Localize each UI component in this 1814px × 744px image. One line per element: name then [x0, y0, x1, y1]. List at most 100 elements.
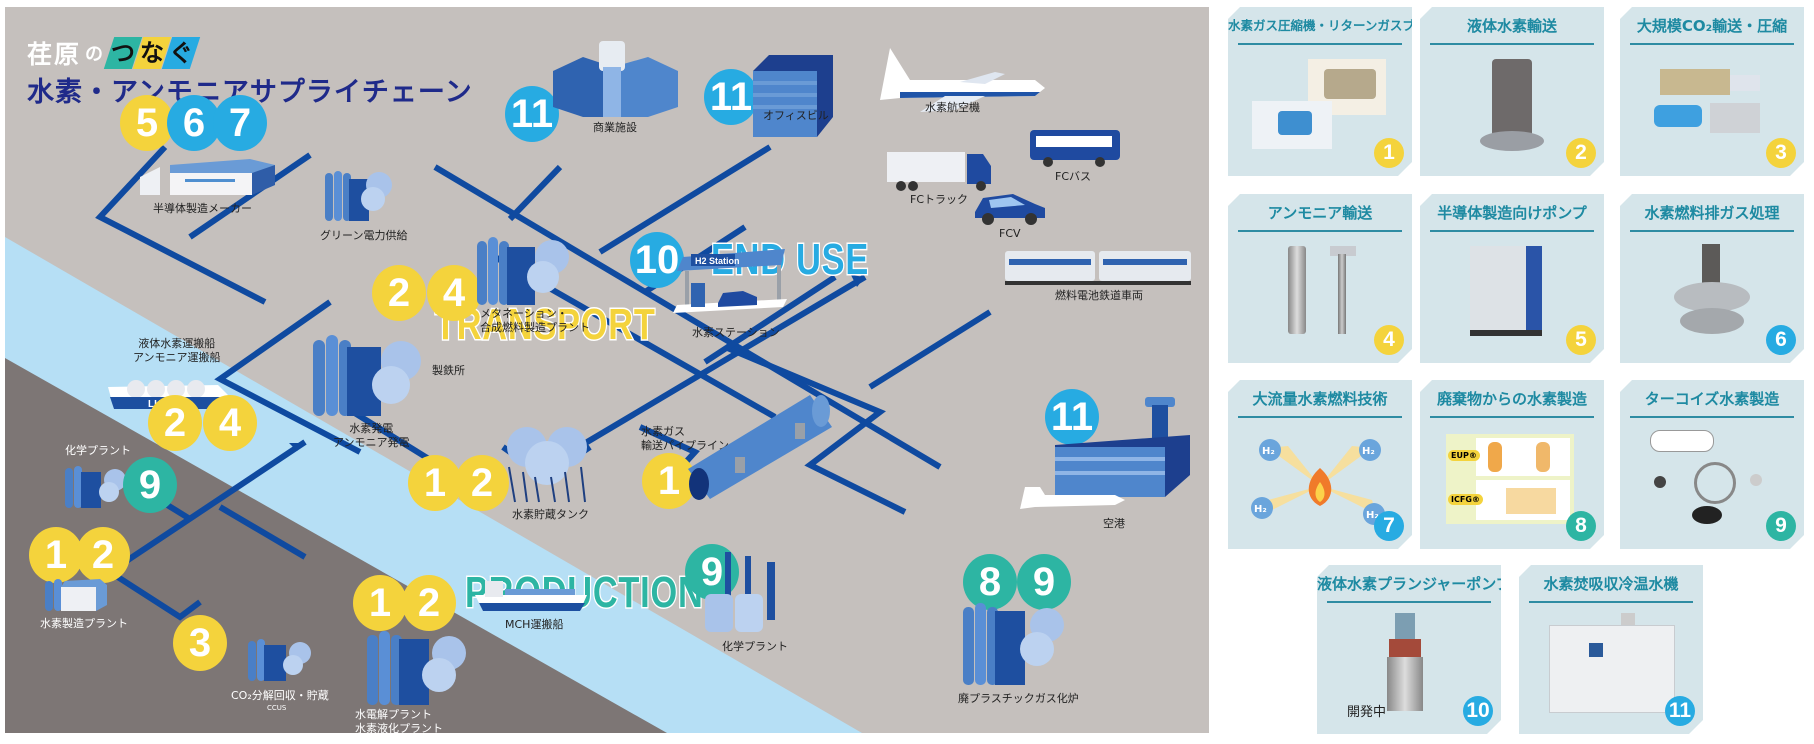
- product-badge: 8: [1566, 511, 1596, 541]
- label-storage-tank: 水素貯蔵タンク: [512, 508, 589, 521]
- compressor-photo-icon: [1248, 55, 1392, 164]
- pipeline-icon: [688, 395, 832, 500]
- truck-icon: [887, 152, 991, 191]
- label-power-plant: 水素発電 アンモニア発電: [333, 422, 410, 449]
- label-fc-bus: FCバス: [1055, 170, 1092, 183]
- h2-label: H₂: [1254, 504, 1267, 515]
- lh2-pump-photo-icon: [1440, 55, 1584, 164]
- badge-8[interactable]: 8: [963, 554, 1017, 610]
- abatement-photo-icon: [1640, 242, 1784, 351]
- product-title: 大規模CO₂輸送・圧縮: [1636, 17, 1788, 35]
- badge-1[interactable]: 1: [642, 453, 696, 509]
- h2-label: H₂: [1366, 510, 1379, 521]
- title-underline: [1327, 601, 1491, 603]
- co2-compressor-photo-icon: [1640, 55, 1784, 164]
- ammonia-pump-photo-icon: [1248, 242, 1392, 351]
- product-title: 水素燃料排ガス処理: [1644, 204, 1780, 222]
- badge-11[interactable]: 11: [1045, 389, 1099, 445]
- ccus-plant-icon: [248, 639, 311, 681]
- label-commercial: 商業施設: [593, 121, 637, 134]
- synthetic-fuel-plant-icon: [477, 237, 569, 305]
- badge-2[interactable]: 2: [148, 395, 202, 451]
- product-title: 大流量水素燃料技術: [1252, 390, 1388, 408]
- badge-9[interactable]: 9: [1017, 554, 1071, 610]
- title-top: 荏原 の つ な ぐ: [27, 35, 201, 71]
- tanker-ship-icon: [475, 581, 587, 611]
- badge-5[interactable]: 5: [120, 95, 174, 151]
- power-plant-icon: [325, 171, 392, 221]
- product-title: 液体水素輸送: [1466, 17, 1557, 35]
- product-badge: 11: [1665, 696, 1695, 726]
- badge-10[interactable]: 10: [630, 232, 684, 288]
- electrolysis-plant-icon: [367, 631, 466, 705]
- label-chem-plant: 化学プラント: [65, 444, 131, 457]
- badge-2[interactable]: 2: [372, 265, 426, 321]
- product-title: 水素焚吸収冷温水機: [1543, 575, 1679, 593]
- product-badge: 1: [1374, 138, 1404, 168]
- pipe-segment: [104, 439, 307, 621]
- storage-tank-icon: [507, 427, 587, 503]
- h2-label: H₂: [1362, 446, 1375, 457]
- badge-3[interactable]: 3: [173, 615, 227, 671]
- h2-label: H₂: [1262, 446, 1275, 457]
- badge-4[interactable]: 4: [427, 265, 481, 321]
- pipe-segment: [868, 309, 992, 390]
- office-building-icon: [753, 55, 833, 137]
- title-underline: [1630, 416, 1794, 418]
- supply-chain-map: 荏原 の つ な ぐ 水素・アンモニアサプライチェーン END USE TRAN…: [5, 7, 1209, 733]
- brand-name: 荏原: [27, 40, 82, 69]
- title-underline: [1238, 43, 1402, 45]
- badge-9[interactable]: 9: [123, 457, 177, 513]
- pipe-segment: [703, 274, 837, 365]
- label-methanation: メタネーション・ 合成燃料製造プラント: [480, 307, 590, 334]
- development-note: 開発中: [1347, 705, 1387, 720]
- product-card-11[interactable]: 水素焚吸収冷温水機 11: [1519, 565, 1703, 734]
- product-badge: 5: [1566, 325, 1596, 355]
- badge-11[interactable]: 11: [704, 69, 758, 125]
- station-sign: H2 Station: [695, 256, 740, 266]
- label-steel: 製鉄所: [432, 364, 465, 377]
- title-underline: [1529, 601, 1693, 603]
- label-pipeline: 水素ガス 輸送パイプライン: [641, 425, 729, 452]
- product-title: 廃棄物からの水素製造: [1436, 390, 1587, 408]
- chemical-plant-icon: [65, 466, 126, 508]
- badge-2[interactable]: 2: [455, 455, 509, 511]
- badge-4[interactable]: 4: [203, 395, 257, 451]
- turquoise-diagram-icon: [1640, 428, 1784, 537]
- badge-2[interactable]: 2: [402, 575, 456, 631]
- title-underline: [1630, 230, 1794, 232]
- chemical-plant-icon: [705, 552, 775, 632]
- badge-1[interactable]: 1: [353, 575, 407, 631]
- product-badge: 10: [1463, 696, 1493, 726]
- aircraft-icon: [880, 48, 1045, 112]
- title-underline: [1430, 43, 1594, 45]
- bus-icon: [1030, 130, 1120, 167]
- badge-2[interactable]: 2: [76, 527, 130, 583]
- badge-1[interactable]: 1: [29, 527, 83, 583]
- label-mch-ship: MCH運搬船: [505, 618, 564, 631]
- gasifier-plant-icon: [963, 603, 1064, 685]
- badge-7[interactable]: 7: [213, 95, 267, 151]
- badge-1[interactable]: 1: [408, 455, 462, 511]
- pipe-segment: [95, 144, 267, 305]
- hydrogen-station-icon: H2 Station: [673, 249, 787, 313]
- product-badge: 7: [1374, 511, 1404, 541]
- arrow-icon: [289, 443, 305, 451]
- factory-icon: [140, 159, 275, 195]
- label-office: オフィスビル: [763, 109, 829, 122]
- badge-6[interactable]: 6: [167, 95, 221, 151]
- badge-11[interactable]: 11: [505, 86, 559, 142]
- pipe-segment: [598, 144, 772, 255]
- car-icon: [975, 194, 1045, 225]
- h2-flame-illustration-icon: H₂ H₂ H₂ H₂: [1248, 428, 1392, 537]
